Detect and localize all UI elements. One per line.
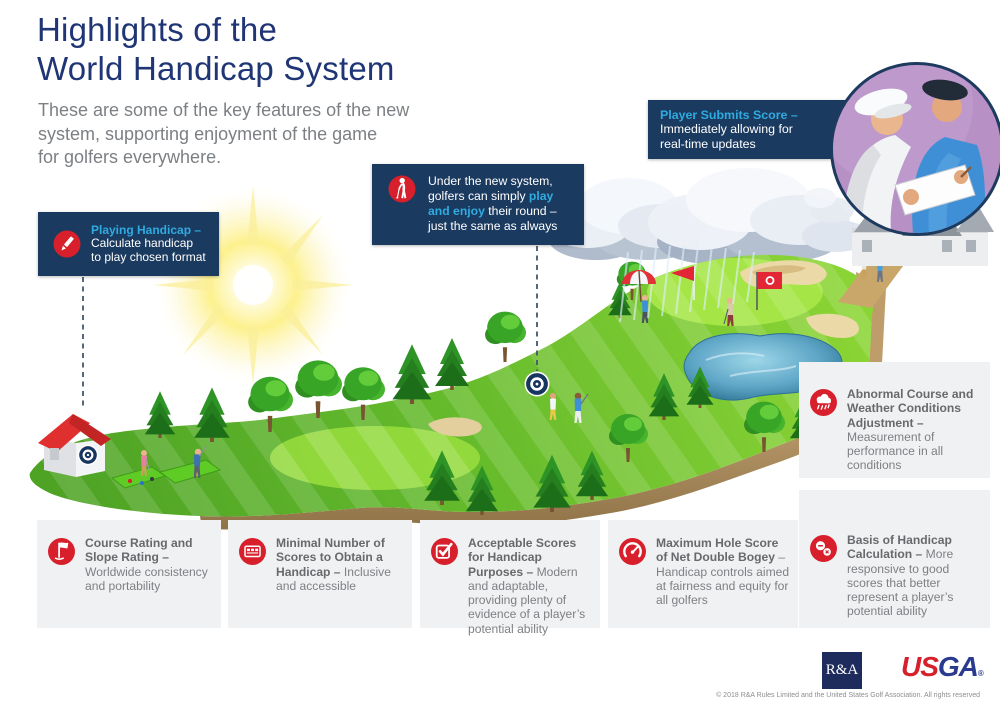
whs-target-logo bbox=[524, 371, 550, 397]
golf-balls-icon bbox=[810, 535, 837, 562]
page-subtitle: These are some of the key features of th… bbox=[38, 100, 410, 167]
feature-body: – Handicap controls aimed at fairness an… bbox=[656, 550, 790, 608]
flag bbox=[671, 266, 782, 310]
clouds bbox=[544, 168, 870, 264]
tee-mats bbox=[110, 459, 222, 489]
feature-acceptable-scores: Acceptable Scores for Handicap Purposes … bbox=[420, 520, 600, 636]
title-line-1: Highlights of the bbox=[37, 11, 278, 48]
callout-player-submits-score: Player Submits Score – Immediately allow… bbox=[648, 100, 862, 159]
usga-logo: USGA® bbox=[901, 651, 984, 682]
scorecard-icon bbox=[239, 538, 266, 565]
feature-title: Abnormal Course and Weather Conditions A… bbox=[847, 387, 974, 430]
feature-body: Modern and adaptable, providing plenty o… bbox=[468, 564, 586, 636]
page-title: Highlights of the World Handicap System bbox=[37, 10, 395, 88]
flag-icon bbox=[48, 538, 75, 565]
gauge-icon bbox=[619, 538, 646, 565]
feature-body: Measurement of performance in all condit… bbox=[847, 429, 944, 473]
scorecard-photo bbox=[830, 62, 1000, 236]
randa-logo: R&A bbox=[822, 652, 862, 689]
rain bbox=[619, 245, 755, 323]
callout-playing-handicap: Playing Handicap – Calculate handicap to… bbox=[38, 212, 219, 276]
golfer-icon bbox=[388, 175, 416, 203]
pencil-icon bbox=[53, 230, 81, 258]
connector-line bbox=[82, 246, 538, 410]
feature-basis-of-calculation: Basis of Handicap Calculation – More res… bbox=[799, 490, 990, 628]
feature-max-hole-score: Maximum Hole Score of Net Double Bogey –… bbox=[608, 520, 798, 628]
golfers bbox=[141, 254, 884, 478]
feature-body: More responsive to good scores that bett… bbox=[847, 547, 954, 619]
title-line-2: World Handicap System bbox=[37, 50, 395, 87]
weather-icon bbox=[810, 389, 837, 416]
feature-body: Worldwide consistency and portability bbox=[85, 564, 208, 593]
callout-play-and-enjoy: Under the new system, golfers can simply… bbox=[372, 164, 584, 245]
callout-text: Player Submits Score – Immediately allow… bbox=[660, 107, 798, 151]
feature-course-rating: Course Rating and Slope Rating – Worldwi… bbox=[37, 520, 221, 628]
callout-text: Under the new system, golfers can simply… bbox=[428, 174, 558, 233]
copyright-text: © 2018 R&A Rules Limited and the United … bbox=[716, 692, 980, 699]
feature-abnormal-conditions: Abnormal Course and Weather Conditions A… bbox=[799, 362, 990, 478]
feature-title: Basis of Handicap Calculation – bbox=[847, 533, 952, 562]
feature-minimal-scores: Minimal Number of Scores to Obtain a Han… bbox=[228, 520, 412, 628]
earth-edge bbox=[200, 395, 874, 530]
checkbox-icon bbox=[431, 538, 458, 565]
feature-body: Inclusive and accessible bbox=[276, 564, 391, 593]
feature-title: Acceptable Scores for Handicap Purposes … bbox=[468, 536, 577, 579]
tee-house bbox=[38, 414, 111, 477]
feature-title: Maximum Hole Score of Net Double Bogey bbox=[656, 536, 779, 565]
feature-title: Minimal Number of Scores to Obtain a Han… bbox=[276, 536, 385, 579]
clubhouse-path bbox=[838, 262, 906, 308]
golfers-writing-scorecard bbox=[833, 65, 985, 233]
callout-text: Playing Handicap – Calculate handicap to… bbox=[91, 222, 206, 264]
umbrella bbox=[622, 270, 656, 303]
feature-title: Course Rating and Slope Rating – bbox=[85, 536, 193, 565]
small-cloud bbox=[804, 188, 854, 223]
